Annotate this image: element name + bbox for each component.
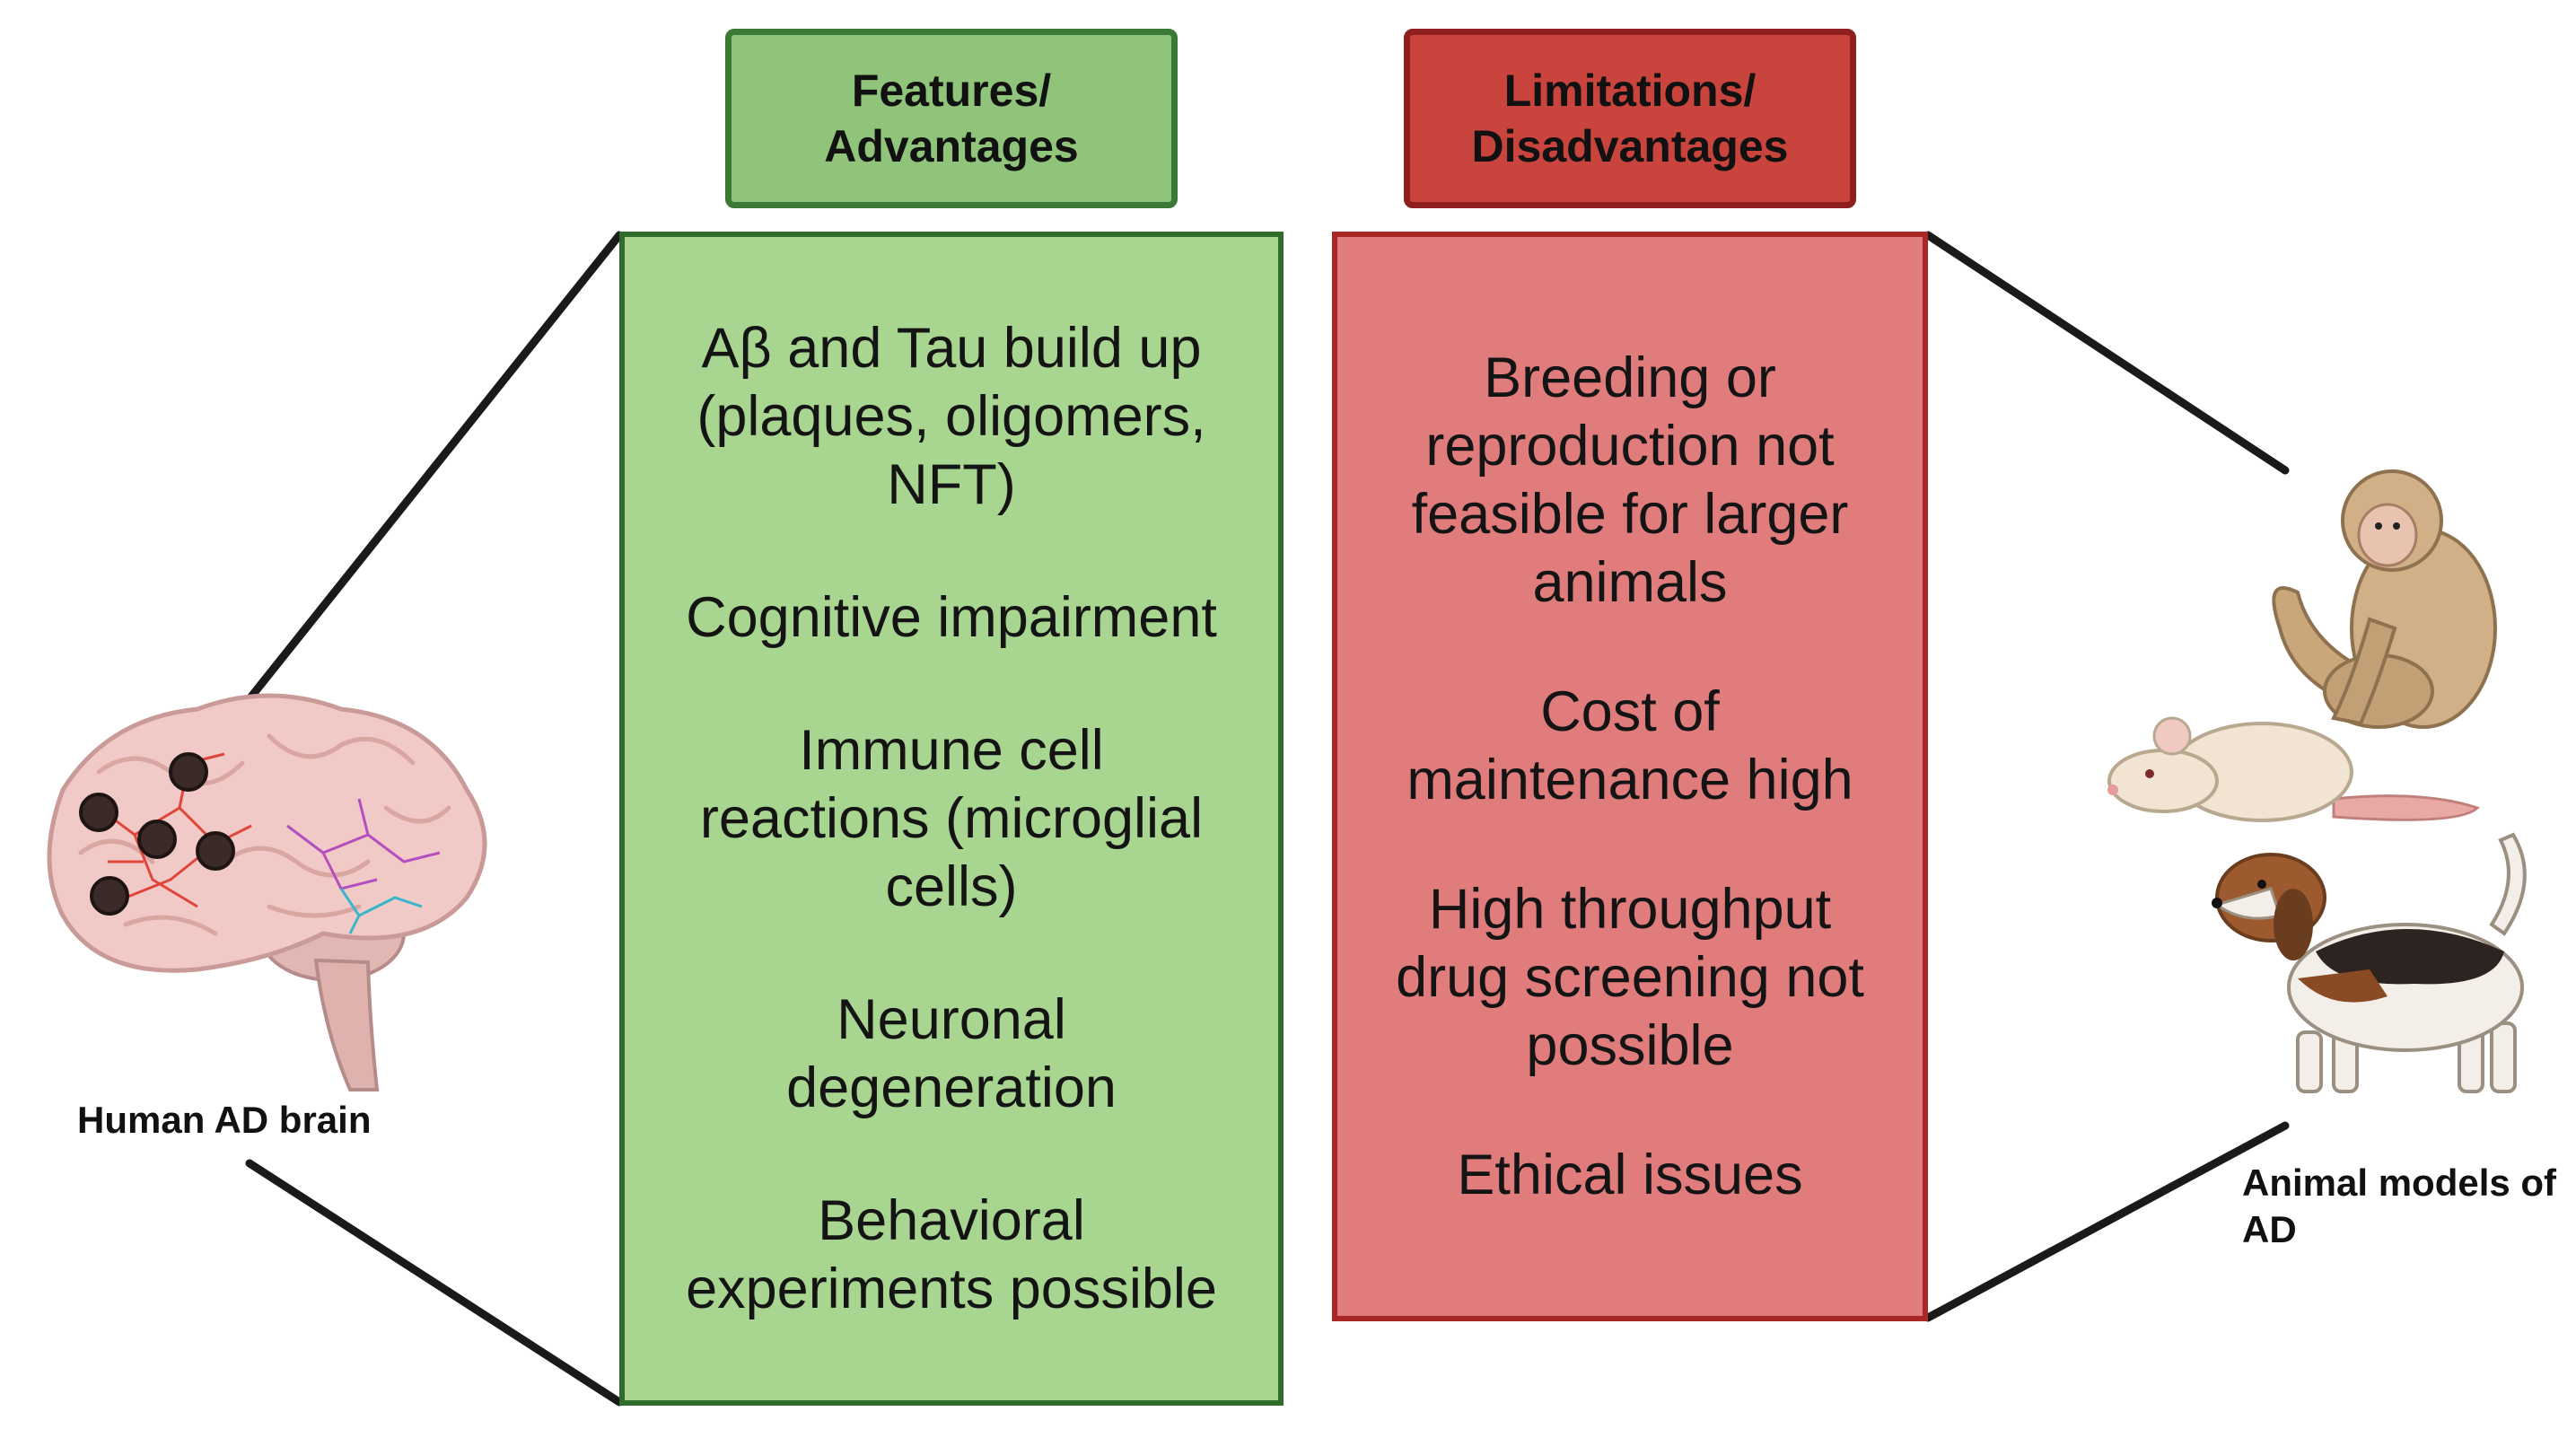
- monkey-arm: [2331, 617, 2397, 726]
- brain-top-connector: [247, 231, 624, 701]
- brain-bottom-connector: [245, 1159, 624, 1407]
- dog-front-leg: [2296, 1030, 2323, 1093]
- monkey-face: [2357, 503, 2418, 567]
- monkey-icon: [2272, 469, 2497, 729]
- brain-icon: [47, 693, 487, 1091]
- limitation-item: High throughput drug screening not possi…: [1396, 878, 1864, 1077]
- advantage-item: Behavioral experiments possible: [686, 1189, 1217, 1320]
- brainstem-shape: [313, 958, 380, 1091]
- advantage-item: Neuronal degeneration: [786, 988, 1117, 1119]
- advantage-item: Cognitive impairment: [686, 586, 1217, 649]
- advantage-item: Aβ and Tau build up (plaques, oligomers,…: [697, 317, 1206, 516]
- limitation-item: Breeding or reproduction not feasible fo…: [1411, 346, 1849, 614]
- cerebrum-shape: [47, 693, 487, 973]
- limitations-header: Limitations/ Disadvantages: [1404, 29, 1856, 208]
- limitation-item: Ethical issues: [1457, 1144, 1803, 1206]
- brain-caption: Human AD brain: [77, 1099, 372, 1141]
- dog-tail: [2489, 832, 2527, 936]
- mouse-icon: [2107, 716, 2480, 822]
- mouse-ear: [2152, 716, 2192, 756]
- amyloid-plaques: [79, 752, 235, 916]
- cyan-glia-network: [339, 888, 423, 934]
- animals-bottom-connector: [1923, 1121, 2290, 1322]
- mouse-tail: [2332, 794, 2480, 821]
- mouse-head: [2107, 749, 2219, 813]
- dog-icon: [2212, 832, 2527, 1093]
- advantages-header: Features/ Advantages: [725, 29, 1178, 208]
- connector-lines: [245, 231, 2290, 1407]
- limitations-panel: Breeding or reproduction not feasible fo…: [1332, 232, 1928, 1321]
- advantage-item: Immune cell reactions (microglial cells): [699, 719, 1204, 918]
- limitation-item: Cost of maintenance high: [1406, 680, 1853, 811]
- animals-caption: Animal models of AD: [2242, 1162, 2557, 1250]
- advantages-panel: Aβ and Tau build up (plaques, oligomers,…: [619, 232, 1284, 1406]
- animals-top-connector: [1923, 231, 2290, 475]
- dog-ear: [2274, 889, 2313, 960]
